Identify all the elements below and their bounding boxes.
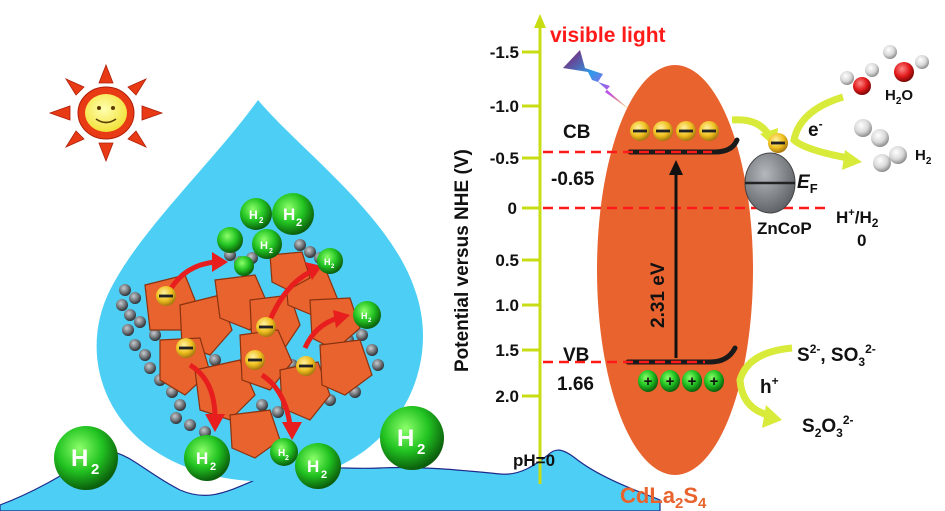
electron-label: e- (808, 117, 823, 141)
cb-value: -0.65 (551, 169, 595, 190)
svg-text:2: 2 (259, 216, 264, 225)
svg-text:0.5: 0.5 (495, 251, 519, 270)
bandgap-arrowhead-icon (669, 160, 683, 175)
cb-electrons (630, 121, 719, 141)
sacrificial-agent-label: S2-, SO32- (797, 342, 876, 369)
vb-value: 1.66 (557, 374, 594, 395)
svg-text:H: H (307, 457, 319, 476)
cdla2s4-particles (144, 251, 373, 459)
svg-text:2: 2 (321, 469, 327, 481)
h2-bubble: H 2 (184, 435, 230, 481)
semiconductor-label: CdLa2S4 (620, 483, 707, 511)
svg-text:-1.5: -1.5 (490, 43, 519, 62)
svg-text:H: H (324, 257, 331, 267)
water-molecules-icon (840, 45, 929, 95)
fermi-label: EF (797, 172, 818, 196)
lightning-bolt-icon (563, 50, 630, 110)
h2-bubbles: H 2 H 2 H 2 H 2 H 2 H 2 H 2 (54, 193, 444, 490)
hole-label: h+ (760, 374, 779, 398)
h2-bubble: H 2 (295, 443, 341, 489)
redox-couple-label: H+/H2 (836, 207, 879, 230)
svg-text:2: 2 (285, 455, 289, 462)
svg-text:H: H (71, 445, 88, 472)
axis-arrow-icon (534, 14, 546, 28)
bandgap-label: 2.31 eV (648, 262, 669, 328)
visible-light-label: visible light (550, 24, 666, 47)
h2-bubble (217, 227, 243, 253)
h2-bubble: H 2 (270, 438, 298, 466)
h2-bubble: H 2 (353, 301, 381, 329)
h2-bubble: H 2 (272, 193, 314, 235)
conduction-band-edge (627, 137, 740, 155)
hole-scavenging-arrow (736, 344, 793, 419)
svg-text:1.5: 1.5 (495, 341, 519, 360)
redox-potential-value: 0 (857, 231, 866, 250)
svg-text:H: H (249, 208, 258, 222)
h2-bubble: H 2 (54, 426, 118, 490)
svg-text:2: 2 (91, 461, 99, 478)
ph-label: pH=0 (513, 451, 555, 470)
h2-bubble: H 2 (317, 248, 343, 274)
svg-text:-0.5: -0.5 (490, 149, 519, 168)
water-reduction-arrow (790, 93, 849, 162)
axis-ticks (522, 50, 540, 398)
svg-text:2: 2 (368, 318, 372, 324)
electron-icons-left (156, 286, 316, 376)
svg-text:2: 2 (210, 461, 216, 473)
svg-text:+: + (688, 373, 697, 390)
svg-text:H: H (278, 448, 285, 459)
hydrogen-molecules-icon (854, 119, 907, 172)
water-label: H2O (885, 87, 913, 107)
valence-band-edge (625, 345, 738, 365)
svg-text:2: 2 (296, 217, 302, 229)
svg-text:H: H (260, 240, 268, 252)
oxidation-product-label: S2O32- (802, 413, 854, 440)
h2-bubble: H 2 (240, 198, 272, 230)
sun-icon (48, 63, 164, 163)
svg-text:H: H (361, 311, 368, 321)
svg-text:H: H (196, 449, 208, 468)
svg-text:2: 2 (269, 248, 273, 255)
svg-text:2: 2 (417, 441, 425, 458)
svg-text:+: + (666, 373, 675, 390)
svg-text:+: + (644, 373, 653, 390)
band-diagram: Potential versus NHE (V) -1.5 -1.0 -0.5 … (452, 14, 932, 511)
svg-text:H: H (283, 205, 295, 224)
cb-label: CB (563, 122, 590, 143)
h2-bubble: H 2 (252, 229, 282, 259)
svg-text:1.0: 1.0 (495, 296, 519, 315)
left-illustration: H 2 H 2 H 2 H 2 H 2 H 2 H 2 (0, 63, 661, 511)
svg-text:0: 0 (508, 199, 517, 218)
cocatalyst-electron-icon (768, 133, 788, 153)
svg-text:2: 2 (331, 264, 335, 270)
h2-product-label: H2 (915, 147, 932, 167)
svg-text:-1.0: -1.0 (490, 97, 519, 116)
svg-text:2.0: 2.0 (495, 387, 519, 406)
arrow-heads (205, 252, 350, 440)
electron-transfer-arrows (167, 259, 339, 426)
svg-text:H: H (397, 425, 414, 452)
axis-tick-labels: -1.5 -1.0 -0.5 0 0.5 1.0 1.5 2.0 (490, 43, 519, 406)
h2-bubble: H 2 (380, 406, 444, 470)
svg-text:+: + (710, 373, 719, 390)
vb-holes: + + + + (638, 370, 724, 392)
y-axis-label: Potential versus NHE (V) (452, 149, 473, 372)
cocatalyst-label: ZnCoP (757, 219, 812, 238)
h2-bubble (234, 256, 254, 276)
